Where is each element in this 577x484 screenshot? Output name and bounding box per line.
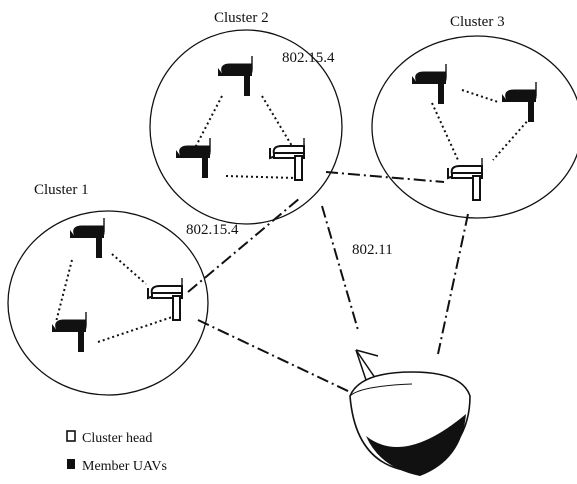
link-head1-head2: [187, 197, 301, 293]
member-uav-c1-bottom: [51, 311, 87, 353]
legend-cluster-head-swatch: [66, 430, 76, 442]
legend: Cluster head Member UAVs: [66, 430, 167, 474]
backbone-links: [187, 171, 469, 393]
intra-cluster-links: [55, 89, 531, 343]
link-c3-left-head: [431, 102, 459, 161]
link-c1-top-bottom: [55, 259, 73, 323]
link-c2-top-left: [195, 95, 223, 147]
legend-member-label: Member UAVs: [82, 459, 167, 474]
legend-member-swatch: [67, 459, 75, 469]
protocol-label-cluster1: 802.15.4: [186, 222, 239, 238]
member-uav-c2-top: [217, 55, 253, 97]
link-head3-station: [437, 213, 469, 355]
member-uav-c3-left: [411, 63, 447, 105]
member-uav-c3-right: [501, 81, 537, 123]
member-uav-c1-top: [69, 217, 105, 259]
cluster-head-c3: [447, 157, 483, 201]
link-head1-station: [197, 319, 351, 393]
link-c3-left-right: [461, 89, 499, 103]
link-c1-top-head: [111, 253, 147, 285]
link-c2-left-head: [225, 175, 297, 179]
link-c3-right-head: [492, 117, 531, 161]
link-head2-head3: [325, 171, 445, 183]
protocol-label-uplink: 802.11: [352, 242, 393, 258]
cluster-head-c2: [269, 137, 305, 181]
cluster-3-boundary: [371, 35, 577, 219]
cluster-3-label: Cluster 3: [450, 14, 505, 30]
link-c1-bottom-head: [97, 314, 179, 343]
member-uav-c2-left: [175, 137, 211, 179]
cluster-2-boundary: [149, 29, 343, 225]
cluster-1-label: Cluster 1: [34, 182, 89, 198]
protocol-label-cluster2: 802.15.4: [282, 50, 335, 66]
satellite-dish-icon: [349, 349, 471, 476]
cluster-1-boundary: [7, 210, 209, 396]
link-c2-top-head: [261, 95, 293, 147]
cluster-head-c1: [147, 277, 183, 321]
link-head2-station: [321, 205, 359, 331]
cluster-2-label: Cluster 2: [214, 10, 269, 26]
legend-cluster-head-label: Cluster head: [82, 431, 152, 446]
